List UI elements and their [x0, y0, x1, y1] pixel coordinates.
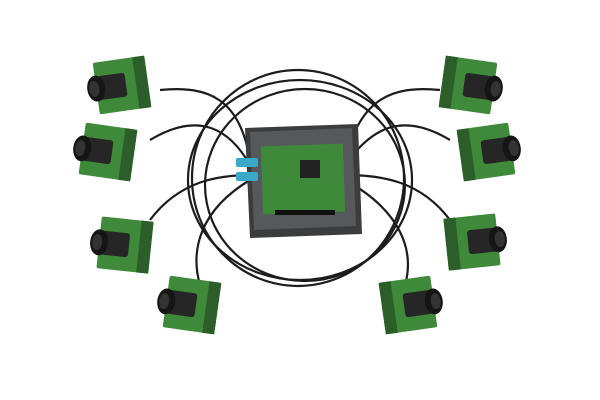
camera-connector-board	[132, 55, 152, 109]
camera-cable	[149, 124, 251, 166]
camera-cable	[195, 179, 251, 286]
camera-module	[443, 213, 507, 271]
camera-cable	[344, 179, 409, 286]
connector-2	[236, 172, 258, 181]
camera-connector-board	[118, 128, 138, 182]
lens-glass	[494, 231, 505, 248]
camera-connector-board	[456, 128, 476, 182]
camera-connector-board	[378, 281, 398, 335]
cable-loop	[190, 68, 406, 288]
camera-connector-board	[443, 217, 461, 271]
lens-glass	[92, 234, 103, 251]
compute-board	[260, 143, 346, 215]
camera-module	[378, 275, 443, 335]
camera-module	[73, 122, 138, 182]
lens-glass	[508, 140, 519, 157]
cameras	[73, 55, 521, 335]
camera-cable	[149, 173, 253, 221]
camera-module	[90, 216, 154, 274]
lens-glass	[89, 80, 100, 97]
lens-glass	[490, 80, 501, 97]
camera-module	[157, 275, 222, 335]
processor-chip	[300, 160, 320, 178]
camera-module	[456, 122, 521, 182]
camera-module	[438, 55, 503, 115]
pin-header	[275, 210, 335, 215]
camera-connector-board	[136, 220, 154, 274]
lens-glass	[159, 293, 170, 310]
lens-glass	[75, 140, 86, 157]
camera-module	[87, 55, 152, 115]
camera-connector-board	[438, 55, 458, 109]
connector-1	[236, 158, 258, 167]
lens-glass	[430, 293, 441, 310]
camera-connector-board	[202, 281, 222, 335]
processing-unit	[236, 124, 362, 238]
